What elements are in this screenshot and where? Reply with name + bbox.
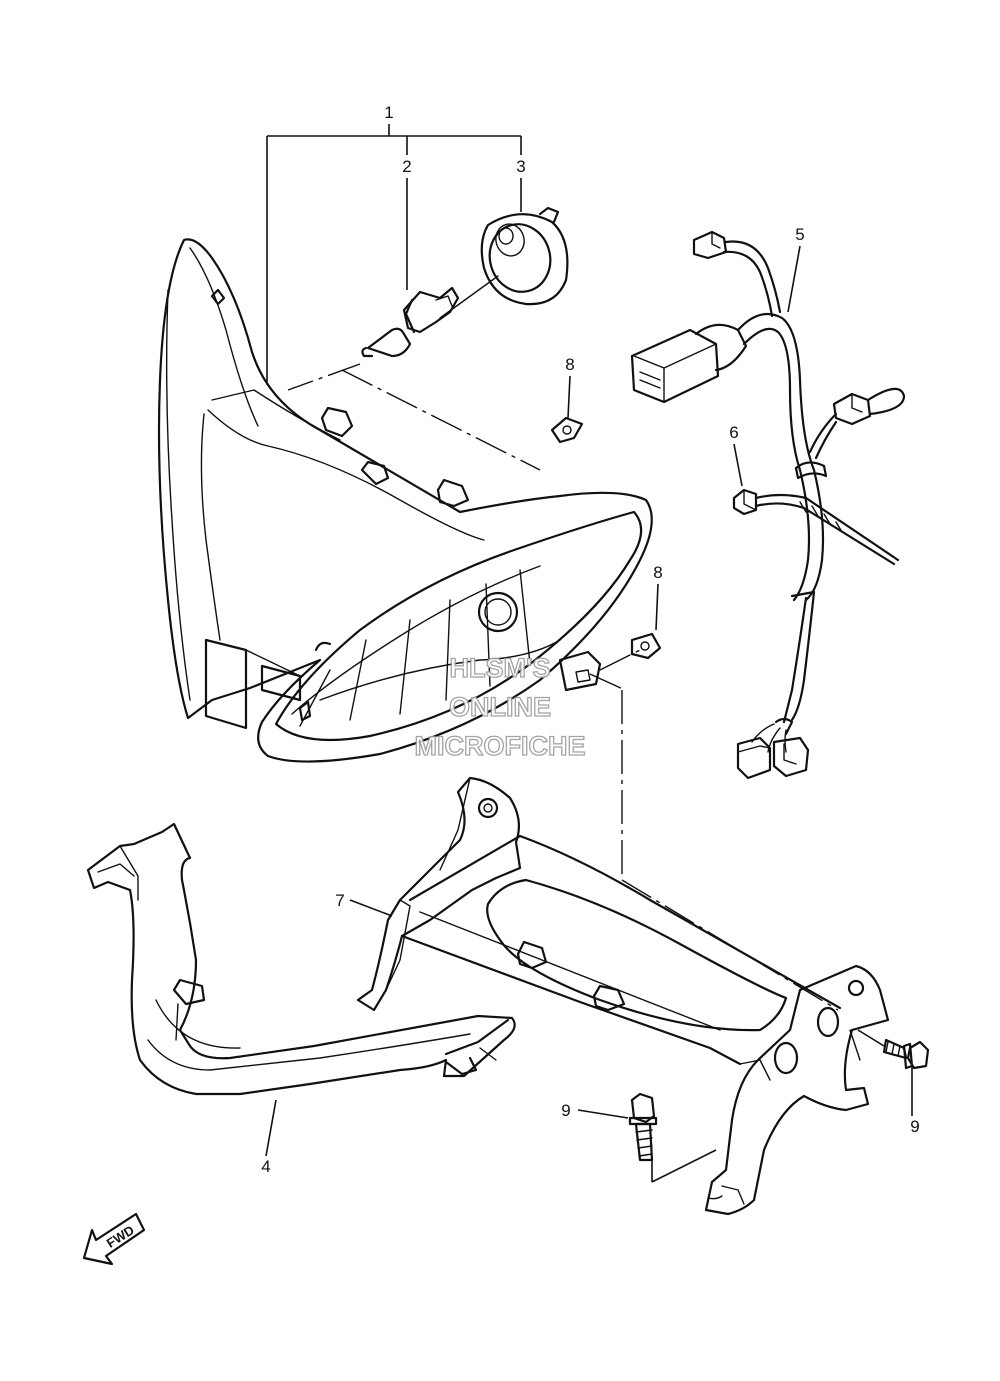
callout-5[interactable]: 5 (795, 225, 804, 244)
headlight-stay[interactable] (356, 776, 890, 1216)
headlight-wire-harness[interactable] (630, 230, 906, 780)
nut-clip-upper[interactable] (550, 416, 584, 444)
callout-2[interactable]: 2 (402, 157, 411, 176)
watermark-line-3: MICROFICHE (415, 731, 586, 761)
watermark-line-2: ONLINE (449, 692, 551, 722)
callout-8-lower[interactable]: 8 (653, 563, 662, 582)
headlight-assembly[interactable] (157, 238, 653, 763)
nut-clip-lower[interactable] (630, 632, 662, 660)
bolt-left[interactable] (628, 1092, 658, 1162)
bolt-right-leader (857, 1029, 885, 1047)
cowling-stay[interactable] (86, 822, 516, 1096)
callout-1-group: 1 (266, 103, 522, 385)
callout-9-left[interactable]: 9 (561, 1101, 570, 1120)
callout-6[interactable]: 6 (729, 423, 738, 442)
nut-alignment-line (589, 673, 626, 691)
bulb-alignment-line (287, 363, 361, 391)
headlight-bulb[interactable] (361, 275, 499, 358)
callout-7[interactable]: 7 (335, 891, 344, 910)
cable-tie[interactable] (732, 488, 900, 566)
watermark: HLSM'S ONLINE MICROFICHE (414, 652, 586, 761)
callout-9-right[interactable]: 9 (910, 1117, 919, 1136)
callout-3[interactable]: 3 (516, 157, 525, 176)
callout-8-upper[interactable]: 8 (565, 355, 574, 374)
forward-direction-arrow: FWD (82, 1212, 146, 1266)
bolt-right[interactable] (882, 1038, 930, 1070)
housing-alignment-line (341, 369, 541, 471)
callout-4[interactable]: 4 (261, 1157, 270, 1176)
socket-cover[interactable] (480, 206, 569, 306)
watermark-line-1: HLSM'S (450, 653, 551, 683)
callout-1[interactable]: 1 (384, 103, 393, 122)
